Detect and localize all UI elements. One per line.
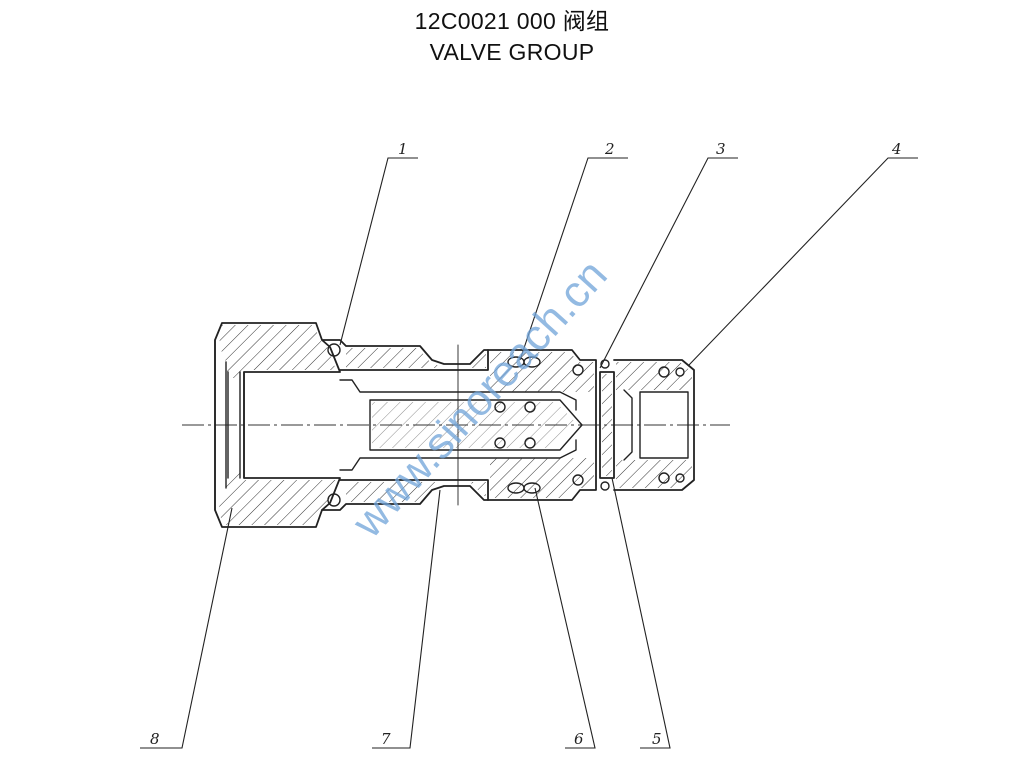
valve-seat xyxy=(321,339,583,511)
nut-body xyxy=(214,322,341,528)
drawing-title-code: 12C0021 000 阀组 xyxy=(414,8,610,34)
leader-lines xyxy=(140,157,918,749)
o-ring-seal xyxy=(327,343,341,507)
end-cap xyxy=(613,359,695,491)
part-number-4: 4 xyxy=(891,140,902,158)
part-number-8: 8 xyxy=(150,730,160,748)
spool-section xyxy=(487,349,597,501)
disc-plate xyxy=(599,359,615,491)
part-number-labels: 1 2 3 4 5 6 7 8 xyxy=(150,140,902,748)
part-number-3: 3 xyxy=(716,140,726,158)
part-number-6: 6 xyxy=(574,730,584,748)
part-number-7: 7 xyxy=(381,730,391,748)
part-number-2: 2 xyxy=(604,140,615,158)
title-block: 12C0021 000 阀组 VALVE GROUP xyxy=(0,6,1024,68)
part-number-5: 5 xyxy=(652,730,662,748)
drawing-title-name: VALVE GROUP xyxy=(429,39,595,65)
part-number-1: 1 xyxy=(398,140,408,158)
watermark-text: www.sinoreach.cn xyxy=(342,250,616,547)
